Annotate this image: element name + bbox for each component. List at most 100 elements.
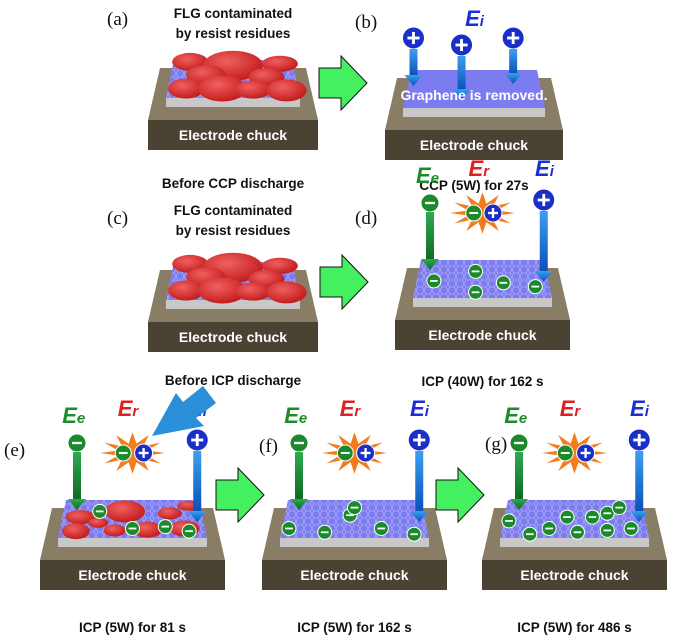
substrate (500, 538, 649, 547)
electron-icon (114, 444, 132, 462)
ion-icon (401, 26, 425, 50)
electron-icon (495, 275, 511, 291)
panel-caption: Before ICP discharge (165, 373, 302, 388)
field-label-Ee: Ee (62, 403, 85, 428)
panel-label: (b) (355, 12, 377, 33)
electron-icon (623, 521, 639, 536)
field-label-Er: Er (469, 156, 491, 181)
resist-residue (157, 507, 182, 520)
electron-icon (92, 503, 108, 519)
substrate (58, 538, 207, 547)
recombination-burst-icon (542, 432, 607, 474)
electron-icon (406, 526, 422, 542)
field-label-Ei: Ei (630, 396, 650, 421)
ion-icon (356, 443, 376, 463)
resist-residue (198, 75, 247, 102)
panel-label: (d) (355, 208, 377, 229)
electron-field-arrow (510, 452, 528, 510)
panel-label: (g) (485, 434, 507, 455)
electron-icon (281, 521, 297, 536)
panel-caption: Before CCP discharge (162, 176, 305, 191)
electron-icon (420, 193, 440, 213)
resist-residue (261, 55, 298, 72)
resist-residue (266, 79, 307, 102)
ion-icon (407, 428, 431, 452)
chuck-front (148, 120, 318, 150)
electron-icon (336, 444, 354, 462)
graphene-removed-label: Graphene is removed. (400, 87, 547, 103)
electron-icon (468, 263, 484, 279)
ion-icon (532, 188, 556, 212)
resist-residue (61, 523, 90, 540)
electron-icon (347, 500, 362, 516)
field-label-Ei: Ei (410, 396, 430, 421)
resist-residue (103, 524, 126, 537)
ion-icon (185, 428, 209, 452)
panel-label: (f) (259, 436, 278, 457)
field-label-Er: Er (118, 396, 140, 421)
ion-icon (134, 443, 154, 463)
panel-caption: ICP (5W) for 486 s (517, 620, 632, 635)
electron-icon (465, 204, 483, 222)
field-label-Ee: Ee (284, 403, 307, 428)
substrate (166, 98, 300, 107)
transition-arrow-e-to-f (215, 466, 265, 524)
substrate (166, 300, 300, 309)
ion-icon (450, 33, 474, 57)
chuck-label: Electrode chuck (179, 329, 287, 345)
electron-icon (125, 521, 140, 536)
ion-field-arrow (452, 56, 471, 100)
resist-residue (105, 500, 146, 523)
field-label-Ee: Ee (416, 163, 439, 188)
electron-icon (599, 522, 615, 538)
electron-icon (527, 279, 543, 295)
chuck-label: Electrode chuck (520, 567, 628, 583)
chuck-front (40, 560, 225, 590)
resist-residue (168, 280, 205, 301)
field-label-Er: Er (560, 396, 582, 421)
resist-residue (65, 510, 96, 525)
resist-residue (88, 517, 109, 528)
transition-arrow-c-to-d (319, 253, 369, 311)
electron-icon (584, 509, 600, 525)
field-label-Ei: Ei (465, 6, 485, 31)
chuck-front (482, 560, 667, 590)
panel-label: (c) (107, 208, 128, 229)
chuck-label: Electrode chuck (428, 327, 536, 343)
electron-icon (157, 519, 173, 535)
ion-field-arrow (504, 49, 523, 84)
panel-caption: ICP (40W) for 162 s (421, 374, 543, 389)
substrate (280, 538, 429, 547)
chuck-label: Electrode chuck (300, 567, 408, 583)
ion-field-arrow (534, 211, 553, 282)
electron-icon (509, 433, 529, 453)
ion-icon (501, 26, 525, 50)
electron-field-arrow (68, 452, 86, 510)
electron-icon (181, 523, 197, 539)
electron-icon (501, 513, 517, 529)
field-label-Ee: Ee (504, 403, 527, 428)
chuck-front (395, 320, 570, 350)
electron-icon (522, 526, 538, 542)
resist-residue (168, 78, 205, 99)
resist-residue (261, 257, 298, 274)
transition-arrow-f-to-g (435, 466, 485, 524)
field-label-Er: Er (340, 396, 362, 421)
electron-field-arrow (290, 452, 308, 510)
resist-residue (198, 277, 247, 304)
field-label-Ei: Ei (535, 156, 555, 181)
electron-icon (541, 521, 557, 536)
ion-icon (576, 443, 596, 463)
chuck-label: Electrode chuck (78, 567, 186, 583)
resist-residue (235, 282, 272, 301)
recombination-burst-icon (322, 432, 387, 474)
panel-title: by resist residues (176, 223, 291, 238)
resist-residue (235, 80, 272, 99)
chuck-front (262, 560, 447, 590)
panel-label: (a) (107, 9, 128, 30)
